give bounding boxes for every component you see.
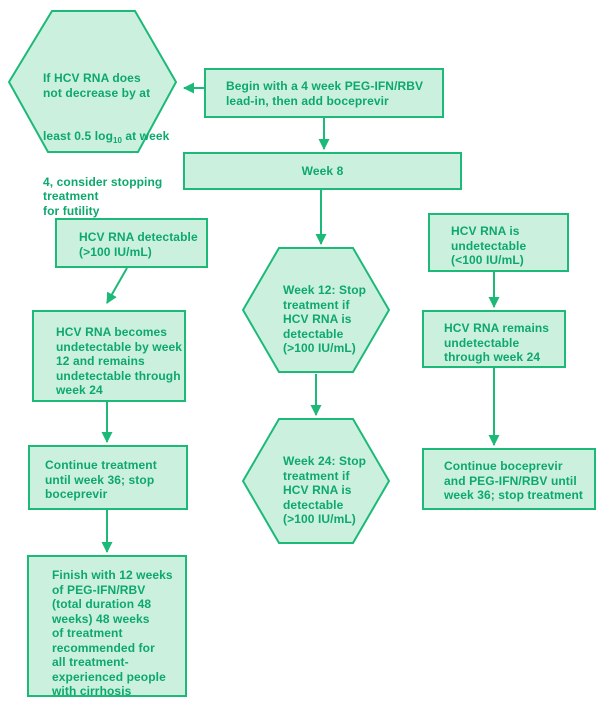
hcv-rna-detectable-box: HCV RNA detectable (>100 IU/mL): [55, 218, 208, 268]
continue-boceprevir-text: Continue boceprevir and PEG-IFN/RBV unti…: [444, 459, 584, 502]
log-subscript: 10: [113, 136, 122, 145]
futility-text-log-line: least 0.5 log10 at week: [43, 129, 170, 145]
finish-treatment-text: Finish with 12 weeks of PEG-IFN/RBV (tot…: [52, 568, 173, 698]
continue-treatment-box: Continue treatment until week 36; stop b…: [28, 445, 188, 510]
hcv-rna-undetectable-box: HCV RNA is undetectable (<100 IU/mL): [428, 213, 569, 272]
hexagon-shape: [242, 247, 390, 373]
week12-stop-text: Week 12: Stop treatment if HCV RNA is de…: [283, 283, 367, 355]
week12-stop-hexagon: Week 12: Stop treatment if HCV RNA is de…: [242, 247, 390, 373]
week8-label: Week 8: [301, 163, 344, 178]
week24-stop-text: Week 24: Stop treatment if HCV RNA is de…: [283, 454, 367, 526]
futility-text-bottom: 4, consider stopping treatment for futil…: [43, 174, 163, 218]
arrow-detectable-to-becomes-undetectable: [106, 267, 128, 304]
becomes-undetectable-box: HCV RNA becomes undetectable by week 12 …: [32, 310, 186, 402]
becomes-undetectable-text: HCV RNA becomes undetectable by week 12 …: [56, 325, 183, 397]
hexagon-shape: [242, 418, 390, 544]
finish-treatment-box: Finish with 12 weeks of PEG-IFN/RBV (tot…: [27, 555, 187, 698]
begin-leadin-text: Begin with a 4 week PEG-IFN/RBV lead-in,…: [226, 79, 424, 108]
remains-undetectable-box: HCV RNA remains undetectable through wee…: [422, 310, 566, 368]
hcv-rna-undetectable-text: HCV RNA is undetectable (<100 IU/mL): [451, 224, 527, 267]
continue-boceprevir-box: Continue boceprevir and PEG-IFN/RBV unti…: [422, 448, 596, 510]
week24-stop-hexagon: Week 24: Stop treatment if HCV RNA is de…: [242, 418, 390, 544]
futility-hexagon-text: If HCV RNA does not decrease by at least…: [43, 42, 169, 247]
futility-text-top: If HCV RNA does not decrease by at: [43, 71, 151, 100]
begin-leadin-box: Begin with a 4 week PEG-IFN/RBV lead-in,…: [204, 68, 444, 118]
remains-undetectable-text: HCV RNA remains undetectable through wee…: [444, 321, 550, 364]
futility-hexagon: If HCV RNA does not decrease by at least…: [8, 10, 177, 218]
continue-treatment-text: Continue treatment until week 36; stop b…: [45, 458, 157, 501]
hexagon-shape: [8, 10, 177, 153]
hcv-rna-detectable-text: HCV RNA detectable (>100 IU/mL): [79, 230, 198, 259]
week8-box: Week 8: [183, 152, 462, 190]
